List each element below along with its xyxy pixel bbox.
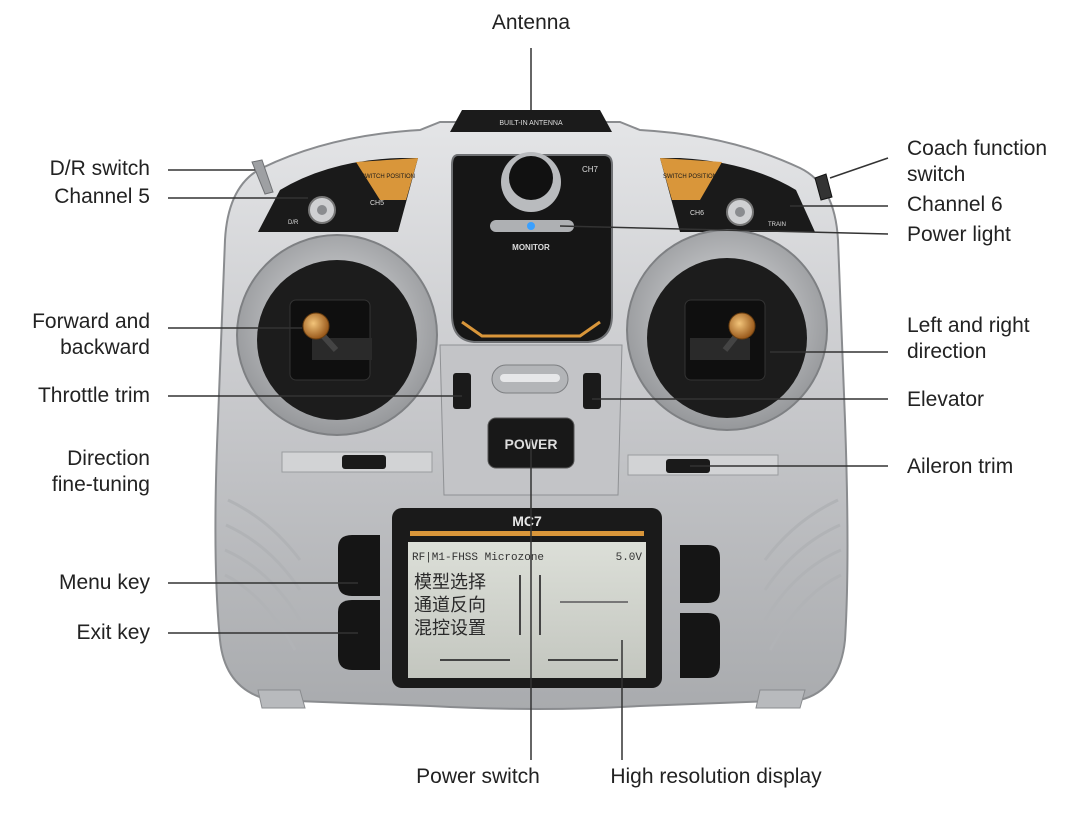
antenna-plate-text: BUILT-IN ANTENNA [499, 120, 563, 127]
left-grip-ridges [224, 498, 302, 651]
ch6-label: CH6 [690, 210, 704, 217]
leader-lines [168, 48, 889, 760]
center-panel-accent [461, 320, 601, 338]
label-forward-1: Forward and [32, 310, 150, 333]
monitor-label: MONITOR [512, 243, 550, 252]
lcd-voltage: 5.0V [616, 552, 643, 564]
ch5-switch-center [317, 205, 327, 215]
power-light [527, 222, 535, 230]
power-light-leader [559, 225, 889, 235]
label-forward-2: backward [60, 336, 150, 359]
label-left-right-2: direction [907, 340, 987, 363]
dr-switch-lever[interactable] [251, 159, 274, 195]
label-elevator: Elevator [907, 388, 985, 411]
display-accent-strip [410, 531, 644, 536]
brand-label: MC7 [512, 513, 542, 529]
label-dr-switch: D/R switch [49, 157, 150, 180]
left-switch-position-badge [356, 158, 418, 200]
right-switch-position-badge [660, 158, 722, 200]
dr-label: D/R [288, 220, 299, 226]
center-control-panel [451, 154, 613, 343]
label-channel6: Channel 6 [907, 193, 1003, 216]
right-gimbal-slot [690, 338, 750, 360]
left-foot [257, 689, 306, 709]
ch7-knob[interactable] [509, 156, 553, 200]
right-lower-key[interactable] [680, 613, 720, 678]
ch6-switch-center [735, 207, 745, 217]
right-stick[interactable] [728, 312, 756, 340]
right-grip-ridges [763, 498, 842, 651]
throttle-trim-switch[interactable] [453, 373, 471, 409]
ch7-label: CH7 [582, 165, 599, 174]
ch5-label: CH5 [370, 200, 384, 207]
label-aileron-trim: Aileron trim [907, 455, 1014, 478]
left-stick[interactable] [302, 312, 330, 340]
elevator-trim-switch[interactable] [583, 373, 601, 409]
lcd-menu-item: 通道反向 [414, 595, 486, 616]
label-channel5: Channel 5 [54, 185, 150, 208]
lcd-header: RF|M1-FHSS Microzone [412, 552, 544, 564]
antenna-plate [450, 110, 612, 132]
label-direction-1: Direction [67, 447, 150, 470]
label-menu-key: Menu key [58, 571, 150, 594]
right-upper-key[interactable] [680, 545, 720, 603]
scroll-wheel-highlight [500, 374, 560, 382]
label-power-switch: Power switch [416, 765, 540, 788]
label-power-light: Power light [907, 223, 1011, 246]
menu-key[interactable] [338, 535, 380, 596]
coach-function-leader [829, 157, 889, 179]
label-coach-function-2: switch [907, 163, 966, 186]
label-coach-function-1: Coach function [907, 137, 1048, 160]
coach-switch-lever[interactable] [814, 173, 833, 201]
lcd-menu-item: 模型选择 [414, 572, 486, 593]
train-label: TRAIN [768, 222, 786, 228]
lcd-menu-item: 混控设置 [414, 618, 486, 639]
left-gimbal-slot [312, 338, 372, 360]
aileron-trim-switch[interactable] [666, 459, 710, 473]
right-switch-position-text: SWITCH POSITION [663, 174, 717, 180]
label-throttle-trim: Throttle trim [37, 384, 150, 407]
label-exit-key: Exit key [76, 621, 150, 644]
direction-trim-switch[interactable] [342, 455, 386, 469]
right-foot [755, 689, 806, 709]
lcd-screen [408, 542, 646, 678]
label-antenna: Antenna [491, 11, 571, 34]
exit-key[interactable] [338, 600, 380, 670]
label-direction-2: fine-tuning [51, 473, 150, 496]
label-left-right-1: Left and right [907, 314, 1030, 337]
left-switch-position-text: SWITCH POSITION [361, 174, 415, 180]
label-display: High resolution display [610, 765, 822, 788]
